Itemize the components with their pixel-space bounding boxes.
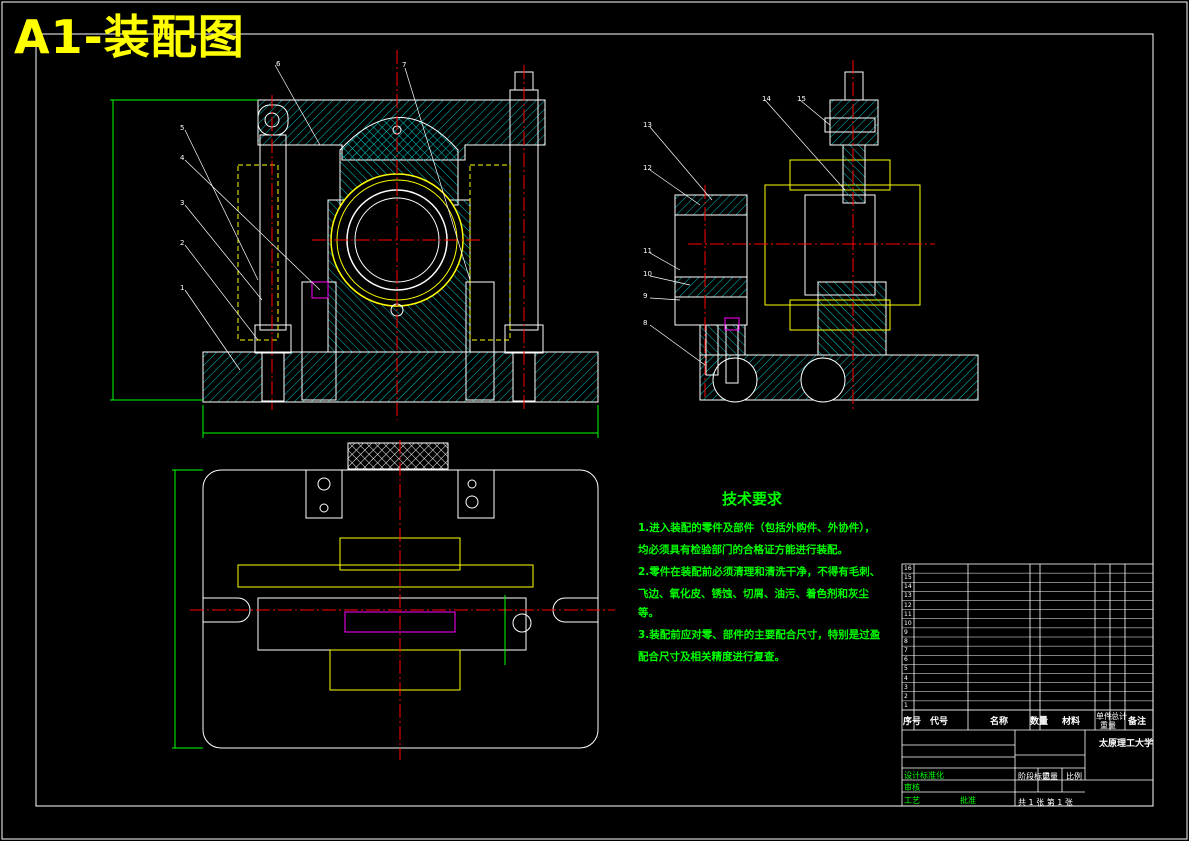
school-name: 太原理工大学 [1099, 739, 1154, 749]
tech-item: 1.进入装配的零件及部件（包括外购件、外协件）， [638, 522, 876, 534]
part-number: 8 [904, 638, 908, 645]
part-number: 2 [904, 692, 908, 700]
part-number: 12 [904, 601, 912, 609]
callout-10: 10 [643, 270, 652, 278]
callout-8: 8 [643, 319, 647, 327]
callout-9: 9 [643, 292, 647, 300]
part-number: 13 [904, 592, 912, 600]
part-number: 4 [904, 674, 908, 682]
callout-13: 13 [643, 121, 652, 129]
part-number: 1 [904, 701, 908, 709]
callout-6: 6 [276, 60, 281, 68]
header-weight: 重量 [1100, 721, 1116, 730]
tech-item: 均必须具有检验部门的合格证方能进行装配。 [638, 544, 848, 556]
callout-15: 15 [797, 95, 806, 103]
header-code: 代号 [930, 717, 949, 727]
callout-4: 4 [180, 154, 185, 162]
callout-3: 3 [180, 199, 184, 207]
part-number: 11 [904, 610, 912, 618]
callout-11: 11 [643, 247, 652, 255]
callout-12: 12 [643, 164, 652, 172]
tech-item: 3.装配前应对零、部件的主要配合尺寸，特别是过盈 [638, 629, 881, 641]
part-number: 9 [904, 628, 908, 636]
part-number: 14 [904, 583, 912, 591]
inner-border [35, 33, 1154, 807]
part-number: 3 [904, 683, 908, 691]
label-stage: 阶段标记 [1018, 772, 1050, 781]
label-weight: 重量 [1042, 772, 1058, 781]
callout-5: 5 [180, 124, 184, 132]
top-view [172, 440, 615, 760]
side-view: 14 15 13 12 11 10 9 8 [643, 60, 979, 410]
callout-14: 14 [762, 95, 771, 103]
header-material: 材料 [1062, 717, 1081, 727]
callout-2: 2 [180, 239, 184, 247]
header-qty: 数量 [1030, 717, 1049, 727]
front-view: 6 7 5 4 3 2 1 [110, 50, 599, 438]
header-remark: 备注 [1128, 717, 1147, 727]
part-number: 5 [904, 665, 908, 673]
header-total: 总计 [1111, 712, 1127, 721]
label-standard: 标准化 [920, 771, 944, 780]
tech-item: 2.零件在装配前必须清理和清洗干净，不得有毛刺、 [638, 566, 881, 578]
part-number: 16 [904, 565, 912, 572]
technical-requirements: 技术要求 1.进入装配的零件及部件（包括外购件、外协件）， 均必须具有检验部门的… [638, 488, 888, 670]
label-scale: 比例 [1066, 772, 1082, 781]
tech-item: 飞边、氧化皮、锈蚀、切屑、油污、着色剂和灰尘等。 [638, 588, 869, 619]
part-number: 15 [904, 574, 912, 582]
sheet-title: A1-装配图 [14, 10, 245, 64]
label-review: 审核 [904, 783, 920, 792]
part-number: 6 [904, 656, 908, 664]
tech-item: 配合尺寸及相关精度进行复查。 [638, 651, 785, 663]
tech-title: 技术要求 [722, 490, 783, 508]
label-approve: 批准 [960, 796, 976, 805]
sheet-count: 共 1 张 第 1 张 [1018, 798, 1073, 807]
label-process: 工艺 [904, 796, 920, 805]
header-index: 序号 [903, 717, 922, 727]
callout-7: 7 [402, 61, 406, 69]
header-name: 名称 [990, 717, 1009, 727]
part-number: 10 [904, 619, 912, 627]
part-number: 7 [904, 647, 908, 655]
header-unit: 单件 [1096, 712, 1112, 721]
callout-1: 1 [180, 284, 184, 292]
label-design: 设计 [904, 771, 920, 780]
